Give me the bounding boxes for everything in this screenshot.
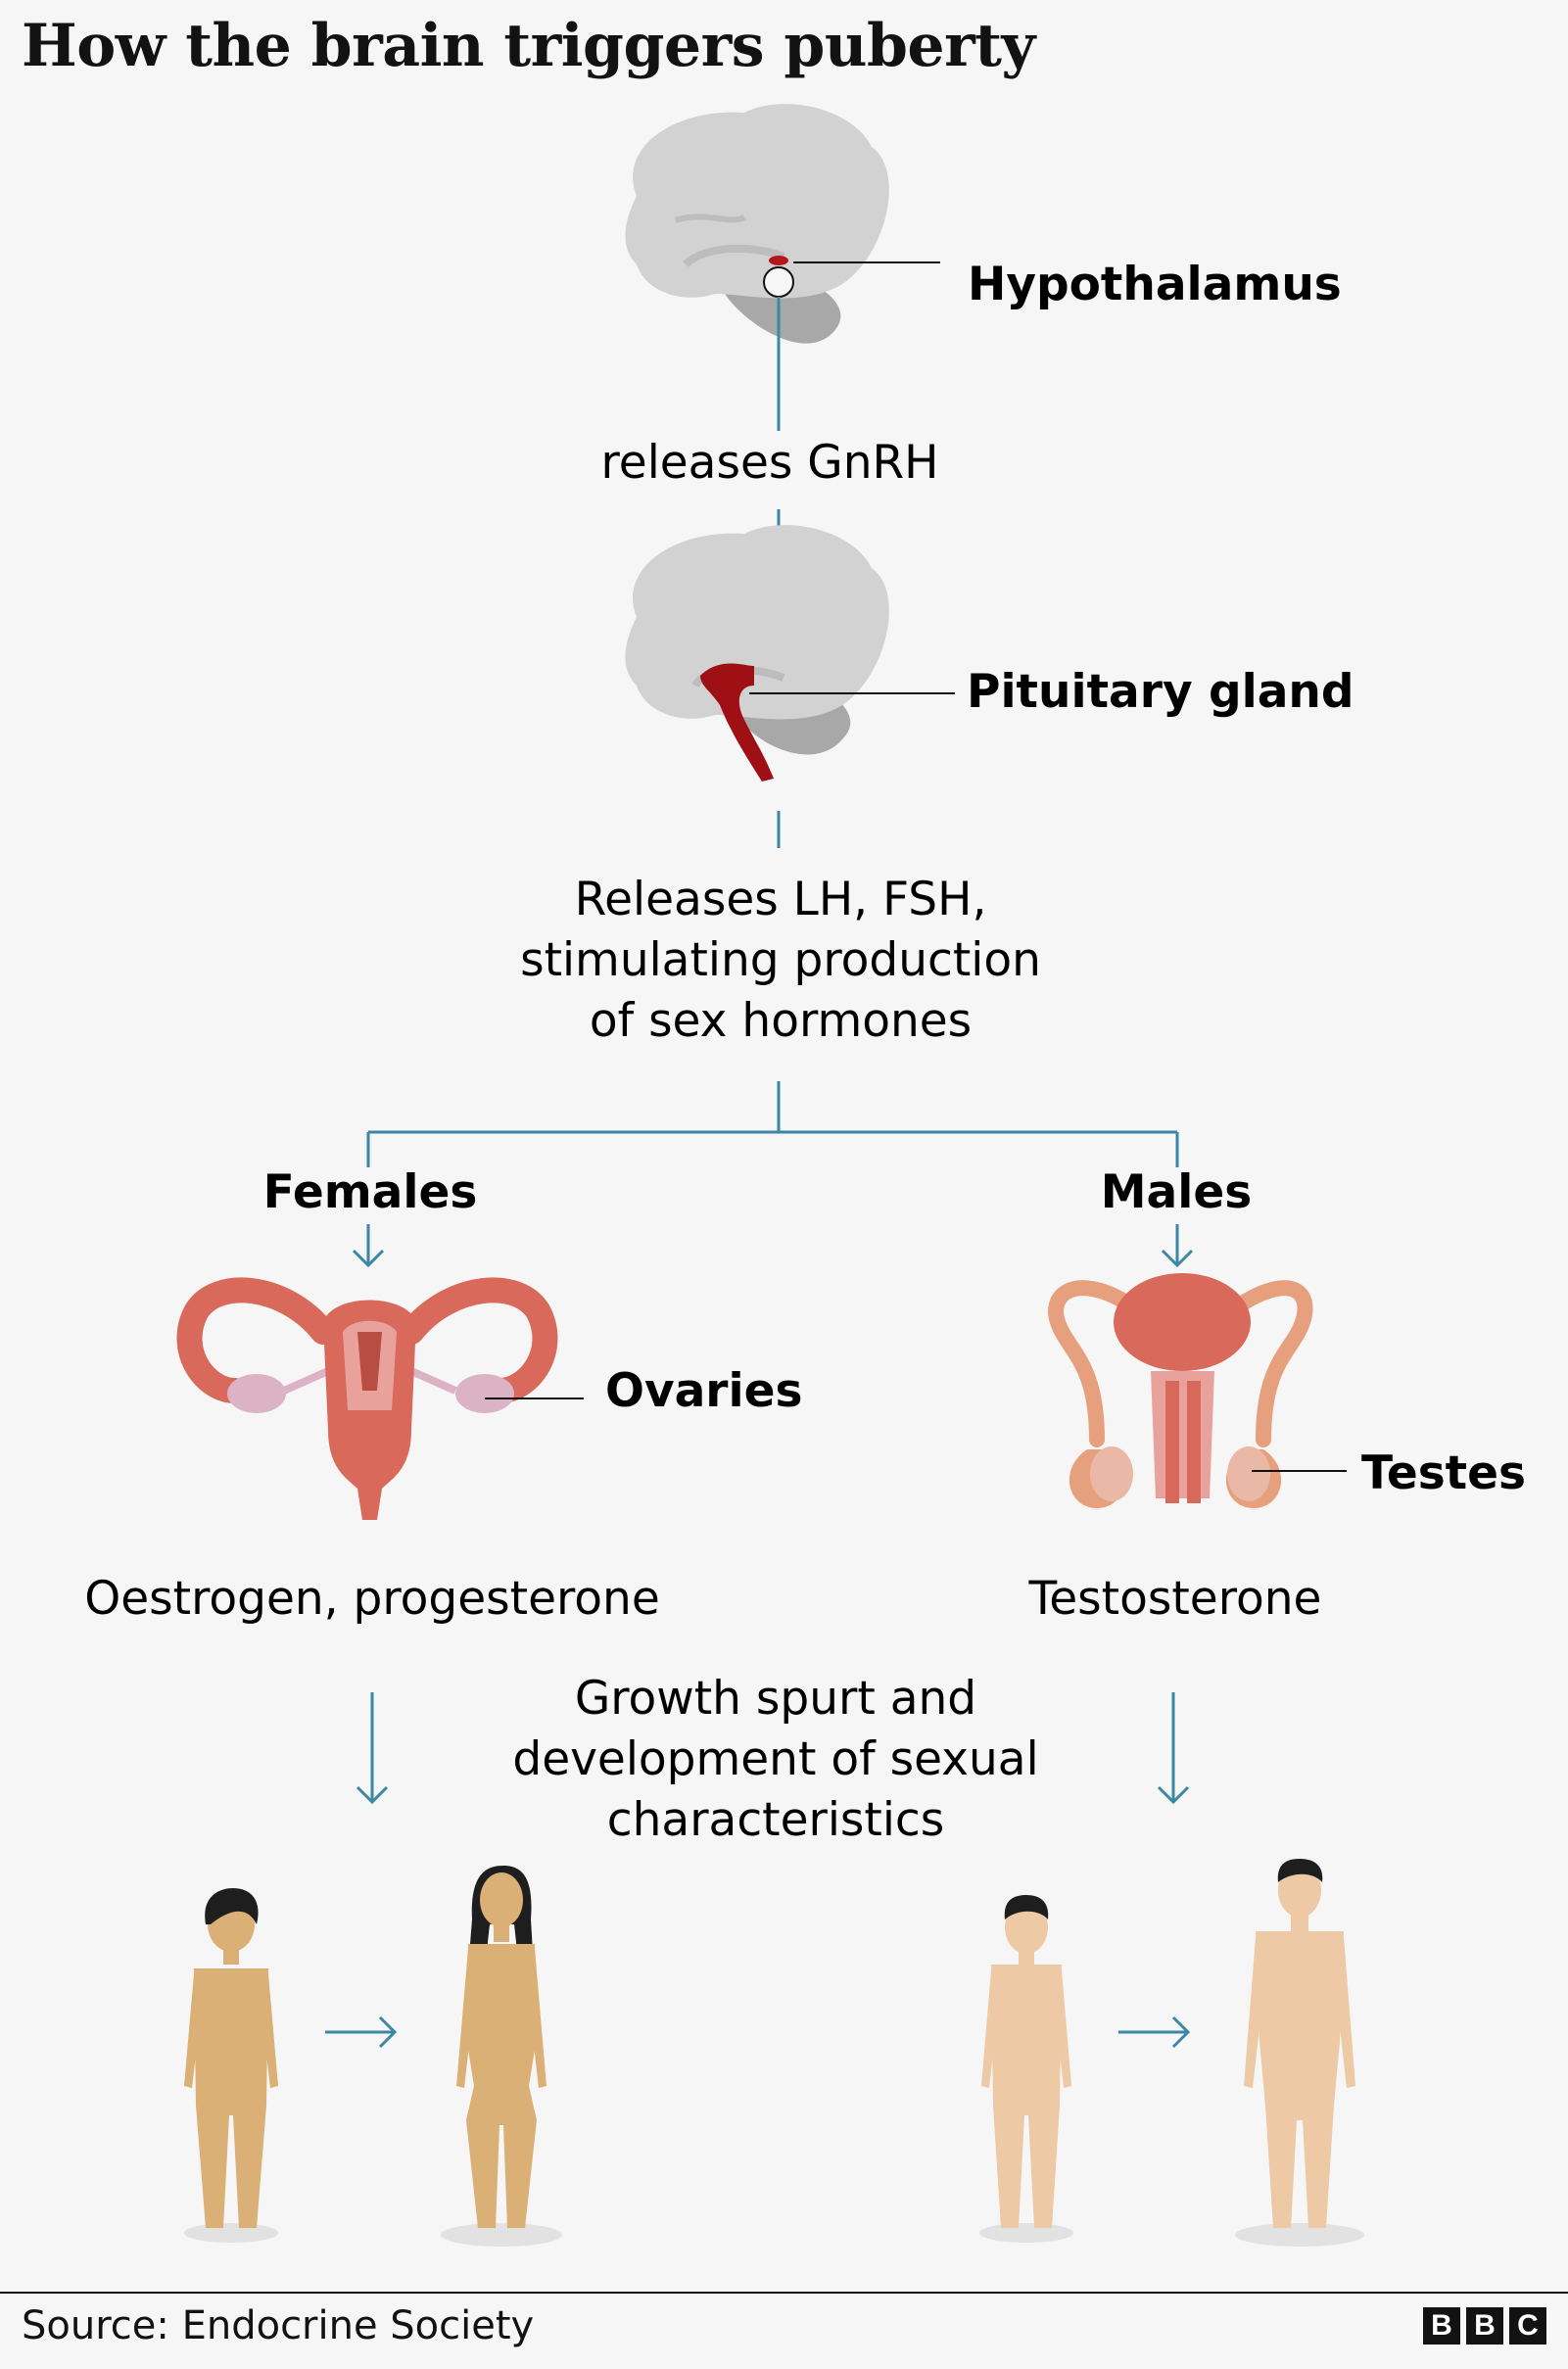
logo-letter: B	[1466, 2307, 1503, 2345]
footer-divider	[0, 2292, 1568, 2294]
brain-pituitary-icon	[625, 525, 955, 782]
boy-figure-icon	[979, 1895, 1073, 2243]
label-hypothalamus: Hypothalamus	[968, 258, 1342, 311]
man-figure-icon	[1235, 1859, 1364, 2247]
page-title: How the brain triggers puberty	[22, 12, 1035, 80]
label-pituitary: Pituitary gland	[967, 665, 1354, 719]
arrow-boy-man-icon	[1118, 2015, 1191, 2049]
uterus-ovaries-icon	[176, 1277, 584, 1520]
male-reproductive-icon	[1048, 1273, 1347, 1508]
label-male-hormones: Testosterone	[1028, 1572, 1322, 1626]
puberty-diagram: Hypothalamus releases GnRH Pituitary gla…	[84, 104, 1526, 2247]
arrow-females-icon	[352, 1224, 385, 1268]
label-ovaries: Ovaries	[605, 1364, 802, 1418]
label-releases-gnrh: releases GnRH	[600, 436, 938, 490]
brain-hypothalamus-icon	[625, 104, 940, 344]
releases-lh-line-1: Releases LH, FSH,	[575, 873, 987, 926]
arrow-males-icon	[1161, 1224, 1194, 1268]
label-females: Females	[263, 1165, 478, 1219]
label-males: Males	[1101, 1165, 1252, 1219]
source-text: Source: Endocrine Society	[22, 2303, 535, 2348]
logo-letter: B	[1423, 2307, 1460, 2345]
label-testes: Testes	[1361, 1446, 1526, 1500]
bbc-logo: B B C	[1423, 2307, 1546, 2345]
arrow-female-growth-icon	[356, 1692, 389, 1805]
girl-figure-icon	[184, 1888, 278, 2243]
arrow-girl-woman-icon	[325, 2015, 398, 2049]
releases-lh-line-3: of sex hormones	[590, 994, 972, 1048]
woman-figure-icon	[441, 1866, 562, 2247]
releases-lh-line-2: stimulating production	[520, 933, 1041, 987]
label-growth: Growth spurt and development of sexual c…	[512, 1672, 1038, 1847]
label-releases-lh: Releases LH, FSH, stimulating production…	[520, 873, 1041, 1048]
growth-line-1: Growth spurt and	[575, 1672, 976, 1726]
logo-letter: C	[1509, 2307, 1546, 2345]
growth-line-3: characteristics	[607, 1793, 944, 1847]
arrow-male-growth-icon	[1157, 1692, 1190, 1805]
connector-branch	[366, 1081, 1179, 1167]
label-female-hormones: Oestrogen, progesterone	[84, 1572, 660, 1626]
growth-line-2: development of sexual	[512, 1732, 1038, 1786]
